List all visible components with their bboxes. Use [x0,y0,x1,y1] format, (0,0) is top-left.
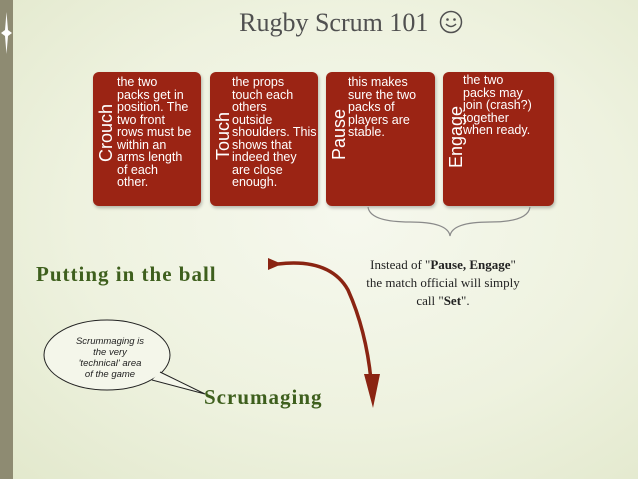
smiley-icon [439,10,463,34]
heading-scrumaging: Scrumaging [204,385,323,409]
speech-bubble [43,319,171,391]
slide-title: Rugby Scrum 101 [0,8,638,38]
curved-arrow [277,261,373,381]
heading-putting-in-the-ball: Putting in the ball [36,262,217,286]
explanatory-note: Instead of "Pause, Engage" the match off… [336,256,550,310]
speech-bubble-text: Scrummaging is the very 'technical' area… [75,336,145,380]
left-accent-bar [0,0,13,479]
curved-arrow-tail [268,258,282,270]
slide-title-text: Rugby Scrum 101 [239,8,429,37]
curved-arrow-head [364,374,380,408]
sparkle-icon [1,12,12,54]
speech-bubble-tail [151,371,206,395]
note-line-1: Instead of "Pause, Engage" [370,257,516,272]
note-line-2: the match official will simply [366,275,520,290]
note-line-3: call "Set". [416,293,470,308]
brace-bracket [367,206,531,237]
